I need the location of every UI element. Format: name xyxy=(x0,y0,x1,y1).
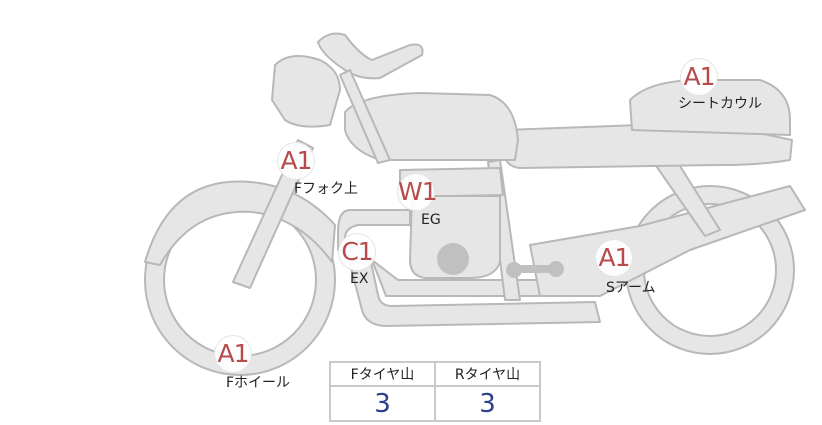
exhaust-label: EX xyxy=(350,271,369,287)
engine-label: EG xyxy=(421,212,441,228)
front-fork-upper-label: Fフォク上 xyxy=(294,181,359,197)
rear-tire-tread-value: 3 xyxy=(434,385,541,422)
engine-grade-badge: W1 xyxy=(397,173,438,211)
seat-cowl-label: シートカウル xyxy=(678,96,762,112)
front-tire-tread-value: 3 xyxy=(329,385,436,422)
rear-tire-tread-header: Rタイヤ山 xyxy=(434,361,541,387)
exhaust-grade-badge: C1 xyxy=(338,233,376,271)
tire-tread-table: Fタイヤ山 Rタイヤ山 3 3 xyxy=(329,361,541,422)
front-fork-upper-grade-badge: A1 xyxy=(277,142,315,180)
tire-tread-value-row: 3 3 xyxy=(329,385,541,422)
swing-arm-label: Sアーム xyxy=(606,280,656,296)
swing-arm-grade-badge: A1 xyxy=(595,239,633,277)
front-wheel-grade-badge: A1 xyxy=(214,335,252,373)
front-wheel-label: Fホイール xyxy=(226,375,291,391)
front-tire-tread-header: Fタイヤ山 xyxy=(329,361,436,387)
tire-tread-header-row: Fタイヤ山 Rタイヤ山 xyxy=(329,361,541,387)
seat-cowl-grade-badge: A1 xyxy=(680,58,718,96)
